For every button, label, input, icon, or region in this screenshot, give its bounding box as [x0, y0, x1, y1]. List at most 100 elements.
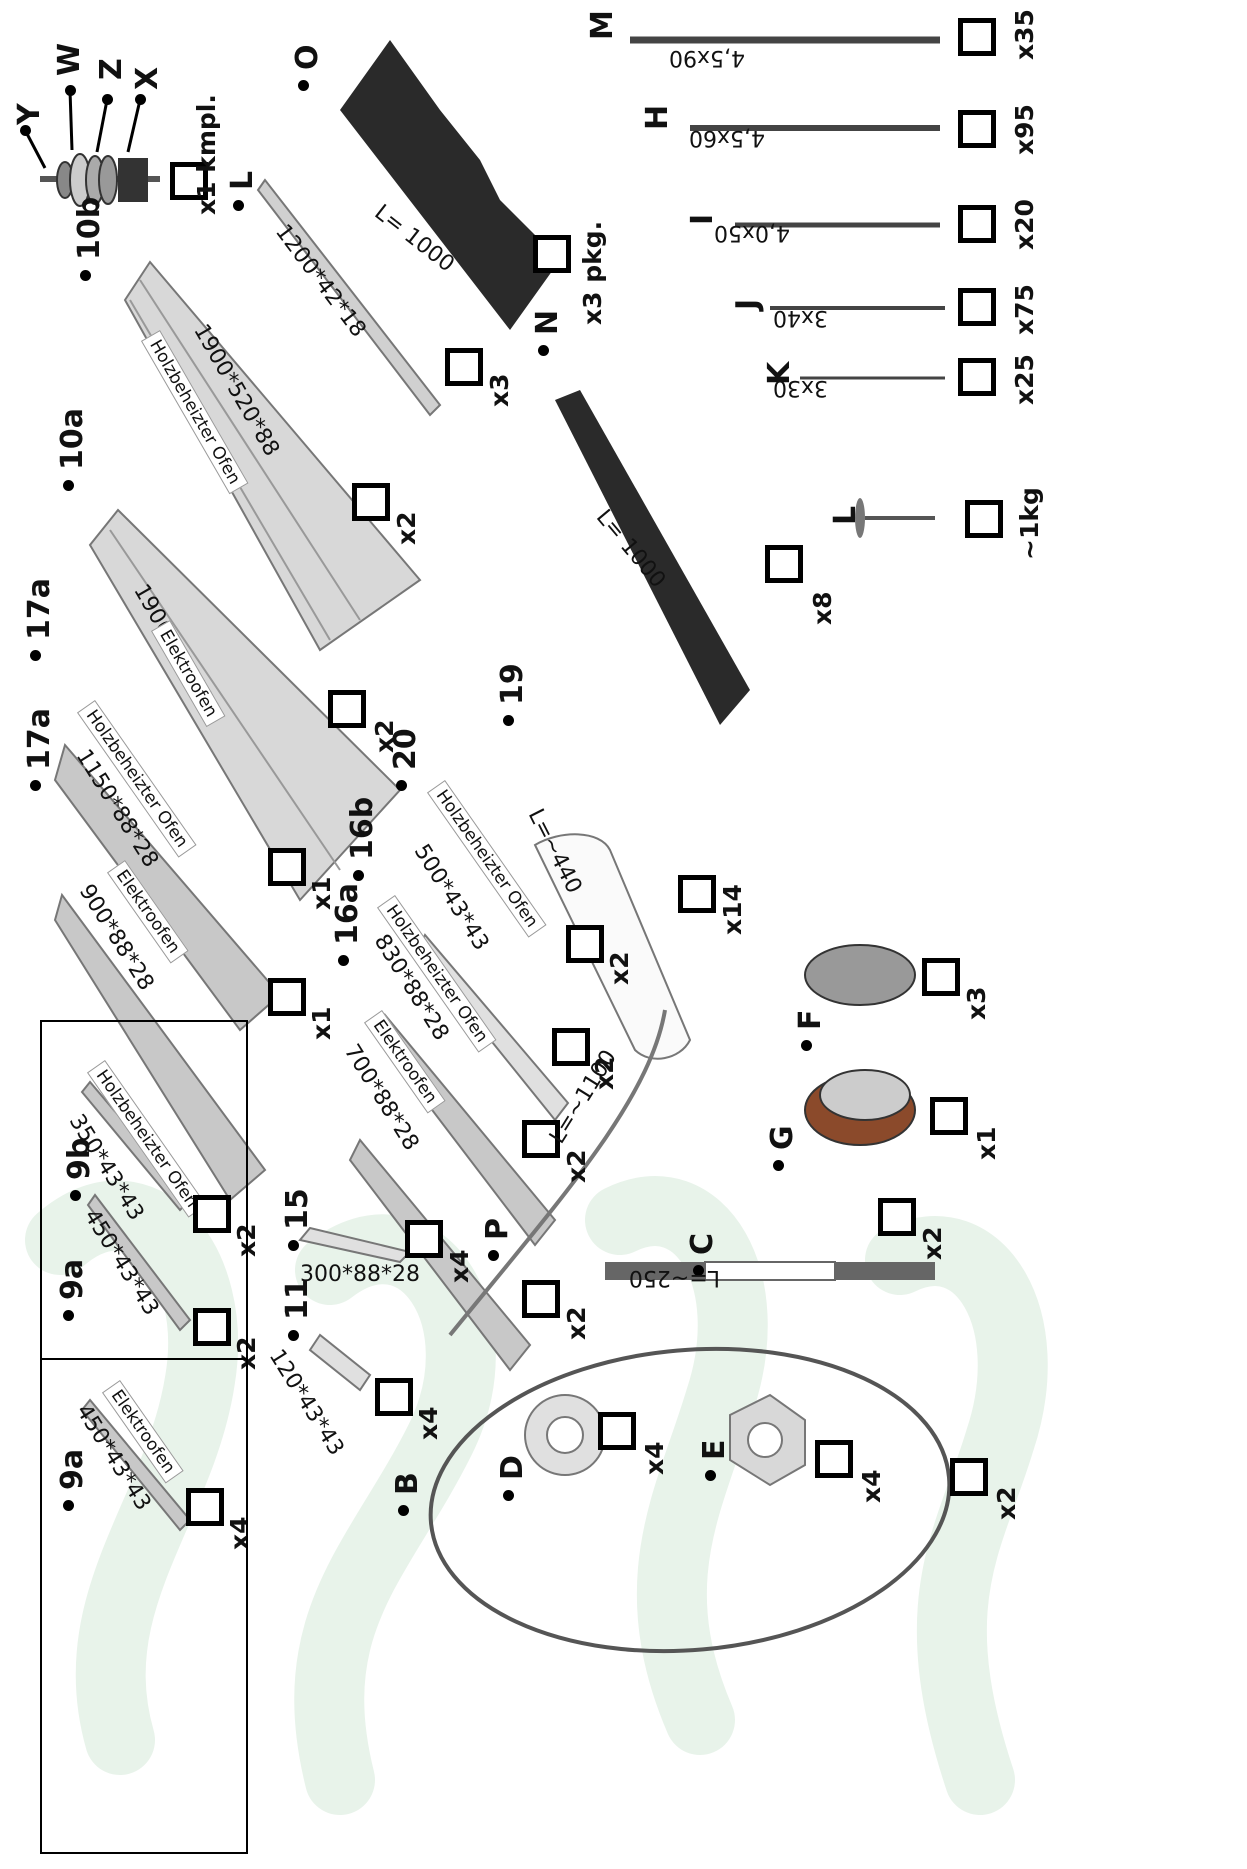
- screw-M-qty: x35: [1010, 9, 1039, 60]
- pD-letter: D: [495, 1455, 530, 1480]
- screw-K-checkbox[interactable]: [958, 358, 996, 396]
- pC-dot: [693, 1265, 704, 1276]
- watermark-logo: [25, 1176, 1048, 1815]
- p9a_h-checkbox[interactable]: [193, 1308, 231, 1346]
- pC-checkbox[interactable]: [878, 1198, 916, 1236]
- p20-qty: x2: [605, 951, 634, 985]
- p9a_h-dot: [63, 1310, 74, 1321]
- pO-qty: x3 pkg.: [578, 220, 607, 325]
- p10b-letter: 10b: [72, 196, 107, 260]
- electric-oven-panel: [40, 1358, 248, 1854]
- p15-dot: [288, 1240, 299, 1251]
- p16b-checkbox[interactable]: [552, 1028, 590, 1066]
- p10b-dot: [80, 270, 91, 281]
- kit-w-dot: [65, 85, 76, 96]
- pL_bar-checkbox[interactable]: [445, 348, 483, 386]
- p17a_h-letter: 17a: [22, 578, 57, 640]
- pE-checkbox[interactable]: [815, 1440, 853, 1478]
- screw-K-dimension: 3x30: [772, 375, 828, 400]
- pE-letter: E: [697, 1439, 732, 1461]
- screw-H-letter: H: [640, 104, 675, 130]
- p9b-dot: [70, 1190, 81, 1201]
- kit-checkbox[interactable]: [170, 162, 208, 200]
- p11-qty: x4: [414, 1406, 443, 1440]
- pB-dot: [398, 1505, 409, 1516]
- p15-qty: x4: [445, 1249, 474, 1283]
- p10b-checkbox[interactable]: [352, 483, 390, 521]
- p17a_e-qty: x1: [307, 1006, 336, 1040]
- p17a_h-checkbox[interactable]: [268, 848, 306, 886]
- pB-checkbox[interactable]: [950, 1458, 988, 1496]
- p15-letter: 15: [280, 1188, 315, 1230]
- screw-J-letter: J: [730, 298, 765, 310]
- pG-qty: x1: [972, 1126, 1001, 1160]
- screw-M-letter: M: [585, 10, 620, 40]
- pN-letter: N: [530, 309, 565, 335]
- p16b-letter: 16b: [345, 796, 380, 860]
- screw-M-checkbox[interactable]: [958, 18, 996, 56]
- p11-checkbox[interactable]: [375, 1378, 413, 1416]
- screw-J-qty: x75: [1010, 284, 1039, 335]
- pN-checkbox[interactable]: [765, 545, 803, 583]
- pG-dot: [773, 1160, 784, 1171]
- pO-dot: [298, 80, 309, 91]
- p11-dot: [288, 1330, 299, 1341]
- pF-letter: F: [793, 1009, 828, 1031]
- p16a-checkbox[interactable]: [522, 1120, 560, 1158]
- screw-J-checkbox[interactable]: [958, 288, 996, 326]
- pG-checkbox[interactable]: [930, 1097, 968, 1135]
- pC-qty: x2: [918, 1226, 947, 1260]
- screw-H-dimension: 4,5x60: [688, 125, 765, 150]
- pF-dot: [801, 1040, 812, 1051]
- p10a-checkbox[interactable]: [328, 690, 366, 728]
- screw-J-dimension: 3x40: [772, 305, 828, 330]
- p16a-dot: [338, 955, 349, 966]
- screw-H-checkbox[interactable]: [958, 110, 996, 148]
- p9b-checkbox[interactable]: [193, 1195, 231, 1233]
- wood-oven-panel: [40, 1020, 248, 1360]
- p10a-dot: [63, 480, 74, 491]
- pN-qty: x8: [808, 591, 837, 625]
- screw-K-qty: x25: [1010, 354, 1039, 405]
- pP-dot: [488, 1250, 499, 1261]
- pP-checkbox[interactable]: [522, 1280, 560, 1318]
- pD-checkbox[interactable]: [598, 1412, 636, 1450]
- pF-qty: x3: [962, 986, 991, 1020]
- p19-qty: x14: [718, 884, 747, 935]
- pO-letter: O: [290, 44, 325, 70]
- screw-I-dimension: 4,0x50: [713, 220, 790, 245]
- p17a_e-checkbox[interactable]: [268, 978, 306, 1016]
- p19-checkbox[interactable]: [678, 875, 716, 913]
- p15-checkbox[interactable]: [405, 1220, 443, 1258]
- p19-dot: [503, 715, 514, 726]
- screw-I-qty: x20: [1010, 199, 1039, 250]
- kit-y-dot: [20, 125, 31, 136]
- pP-qty: x2: [562, 1306, 591, 1340]
- screw-L-qty: ~1kg: [1015, 487, 1044, 560]
- p20-dot: [396, 780, 407, 791]
- p16a-qty: x2: [562, 1149, 591, 1183]
- pG-letter: G: [765, 1125, 800, 1150]
- p16b-dot: [353, 870, 364, 881]
- pB-letter: B: [390, 1472, 425, 1495]
- screw-I-checkbox[interactable]: [958, 205, 996, 243]
- pD-dot: [503, 1490, 514, 1501]
- kit-z-dot: [102, 94, 113, 105]
- p9a_e-dot: [63, 1500, 74, 1511]
- pL_bar-letter: L: [225, 170, 260, 190]
- screw-L-letter: L: [828, 505, 863, 525]
- pD-qty: x4: [640, 1441, 669, 1475]
- p17a_e-letter: 17a: [22, 708, 57, 770]
- screw-M-dimension: 4,5x90: [668, 45, 745, 70]
- p20-checkbox[interactable]: [566, 925, 604, 963]
- p20-letter: 20: [388, 728, 423, 770]
- p9a_e-checkbox[interactable]: [186, 1488, 224, 1526]
- screw-L-checkbox[interactable]: [965, 500, 1003, 538]
- pB-qty: x2: [992, 1486, 1021, 1520]
- pO-checkbox[interactable]: [533, 235, 571, 273]
- pF-checkbox[interactable]: [922, 958, 960, 996]
- kit-x-dot: [135, 94, 146, 105]
